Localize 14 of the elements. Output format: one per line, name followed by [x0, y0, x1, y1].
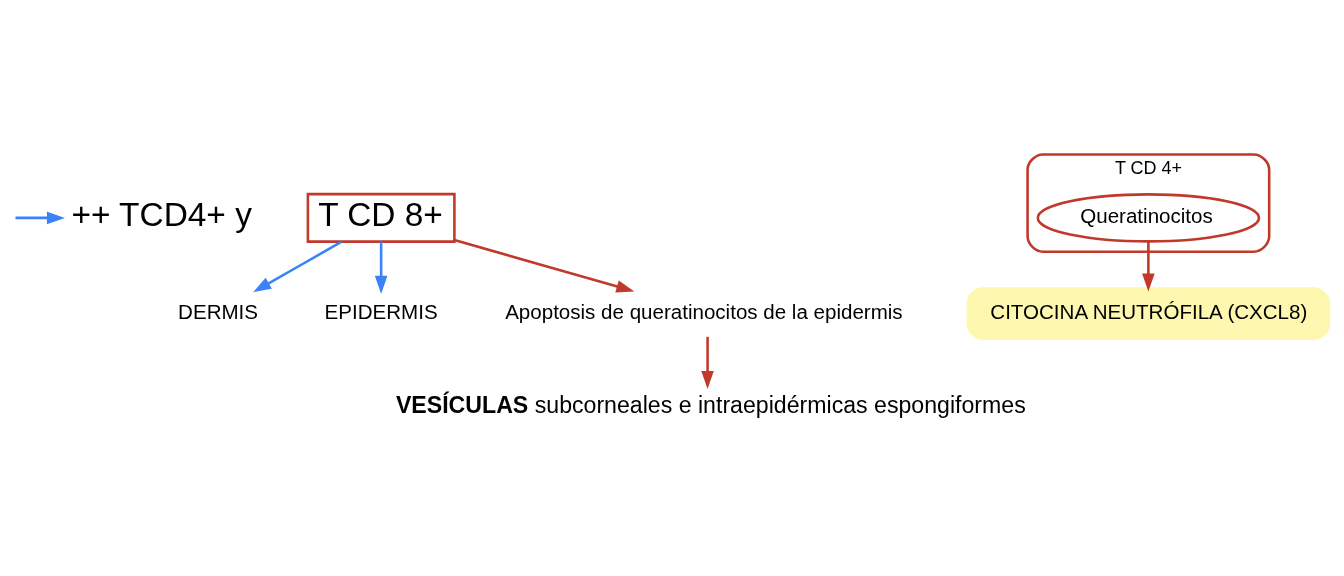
node-text: VESÍCULAS subcorneales e intraepidérmicas espongiformes [395, 392, 1026, 419]
arrow [701, 336, 714, 389]
arrow [253, 240, 343, 293]
arrow [1142, 241, 1155, 292]
node-text: DERMIS [178, 299, 259, 323]
node-box: CITOCINA NEUTRÓFILA (CXCL8) [966, 287, 1331, 340]
node-text: ++ TCD4+ y [71, 195, 252, 233]
arrow [374, 241, 388, 294]
node-box: T CD 8+ [306, 192, 456, 243]
arrow [454, 238, 635, 293]
arrow [15, 211, 65, 225]
node-ellipse: Queratinocitos [1036, 193, 1261, 243]
node-text: EPIDERMIS [324, 299, 438, 323]
node-text: Apoptosis de queratinocitos de la epidermis [505, 299, 903, 323]
